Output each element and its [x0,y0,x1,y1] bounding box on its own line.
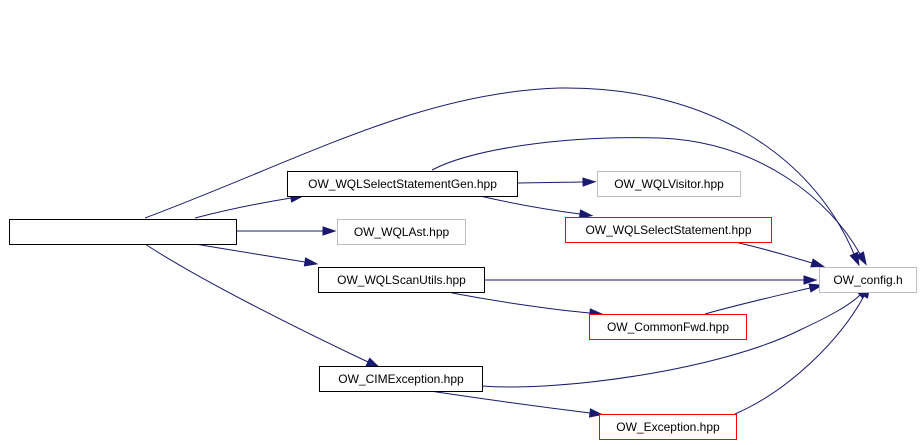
node-commonfwd-box[interactable] [589,314,747,340]
node-commonfwd[interactable]: OW_CommonFwd.hpp [589,314,747,340]
edge-exception-to-config-line [734,295,865,415]
node-visitor[interactable]: OW_WQLVisitor.hpp [597,171,741,197]
node-scanutils[interactable]: OW_WQLScanUtils.hpp [318,267,485,293]
edge-genhpp-to-visitor-line [516,181,584,184]
edge-root-to-ast-arrowhead [322,226,337,236]
node-root[interactable]: OW_WQLSelectStatementGen.cpp [9,219,237,245]
edge-cimexc-to-exception [429,390,604,418]
edge-scanutils-to-config-arrowhead [803,275,818,285]
node-cimexc-box[interactable] [319,366,483,392]
node-visitor-label: OW_WQLVisitor.hpp [614,177,724,191]
edge-genhpp-to-config-arrowhead [855,251,867,266]
edge-exception-to-config [734,284,871,415]
node-selstmt[interactable]: OW_WQLSelectStatement.hpp [565,217,772,243]
edge-commonfwd-to-config-arrowhead [808,283,824,293]
node-config-label: OW_config.h [833,273,902,287]
edge-root-to-scanutils-line [194,243,306,263]
edge-selstmt-to-config-line [734,241,813,264]
edge-selstmt-to-config-arrowhead [810,258,826,268]
nodes-layer: OW_WQLSelectStatementGen.cpp OW_WQLSelect… [9,171,917,440]
node-ast[interactable]: OW_WQLAst.hpp [337,219,466,245]
edge-root-to-genhpp [194,193,305,219]
edge-cimexc-to-exception-line [429,390,591,414]
node-exception-box[interactable] [599,414,737,440]
edge-root-to-scanutils-arrowhead [303,257,319,267]
edge-commonfwd-to-config-line [704,287,811,315]
node-scanutils-box[interactable] [318,267,485,293]
edge-genhpp-to-visitor [516,177,597,187]
node-cimexc-label: OW_CIMException.hpp [338,372,464,386]
edge-scanutils-to-commonfwd-line [451,292,591,314]
node-config-box[interactable] [819,267,917,293]
node-genhpp-label: OW_WQLSelectStatementGen.hpp [308,177,497,191]
edges-layer [144,87,871,418]
edge-root-to-cimexc-arrowhead [365,357,381,368]
node-ast-box[interactable] [337,219,466,245]
node-genhpp-box[interactable] [287,171,518,197]
edge-genhpp-to-config [431,137,867,266]
edge-genhpp-to-visitor-arrowhead [582,177,597,187]
edge-root-to-ast [236,226,337,236]
edge-root-to-cimexc-line [144,243,369,363]
node-selstmt-label: OW_WQLSelectStatement.hpp [585,223,751,237]
node-cimexc[interactable]: OW_CIMException.hpp [319,366,483,392]
edge-root-to-config-arrowhead [849,251,860,267]
edge-genhpp-to-selstmt-arrowhead [578,209,594,219]
edge-root-to-cimexc [144,243,381,368]
edge-scanutils-to-commonfwd [451,292,604,318]
edge-genhpp-to-selstmt [479,195,594,219]
edge-genhpp-to-selstmt-line [479,195,581,215]
node-commonfwd-label: OW_CommonFwd.hpp [607,320,729,334]
node-selstmt-box[interactable] [565,217,772,243]
node-root-label: OW_WQLSelectStatementGen.cpp [29,225,217,239]
edge-genhpp-to-config-line [431,137,861,255]
edge-cimexc-to-exception-arrowhead [588,408,604,418]
node-exception-label: OW_Exception.hpp [616,420,720,434]
edge-scanutils-to-config [484,275,818,285]
edge-root-to-genhpp-line [194,197,292,219]
node-config[interactable]: OW_config.h [819,267,917,293]
node-exception[interactable]: OW_Exception.hpp [599,414,737,440]
node-genhpp[interactable]: OW_WQLSelectStatementGen.hpp [287,171,518,197]
node-root-box[interactable] [9,219,237,245]
node-scanutils-label: OW_WQLScanUtils.hpp [337,273,466,287]
edge-root-to-config-line [144,87,855,255]
edge-root-to-scanutils [194,243,319,267]
edge-commonfwd-to-config [704,283,824,315]
edge-selstmt-to-config [734,241,826,268]
node-visitor-box[interactable] [597,171,741,197]
edge-cimexc-to-config-line [481,294,861,388]
node-ast-label: OW_WQLAst.hpp [354,225,450,239]
